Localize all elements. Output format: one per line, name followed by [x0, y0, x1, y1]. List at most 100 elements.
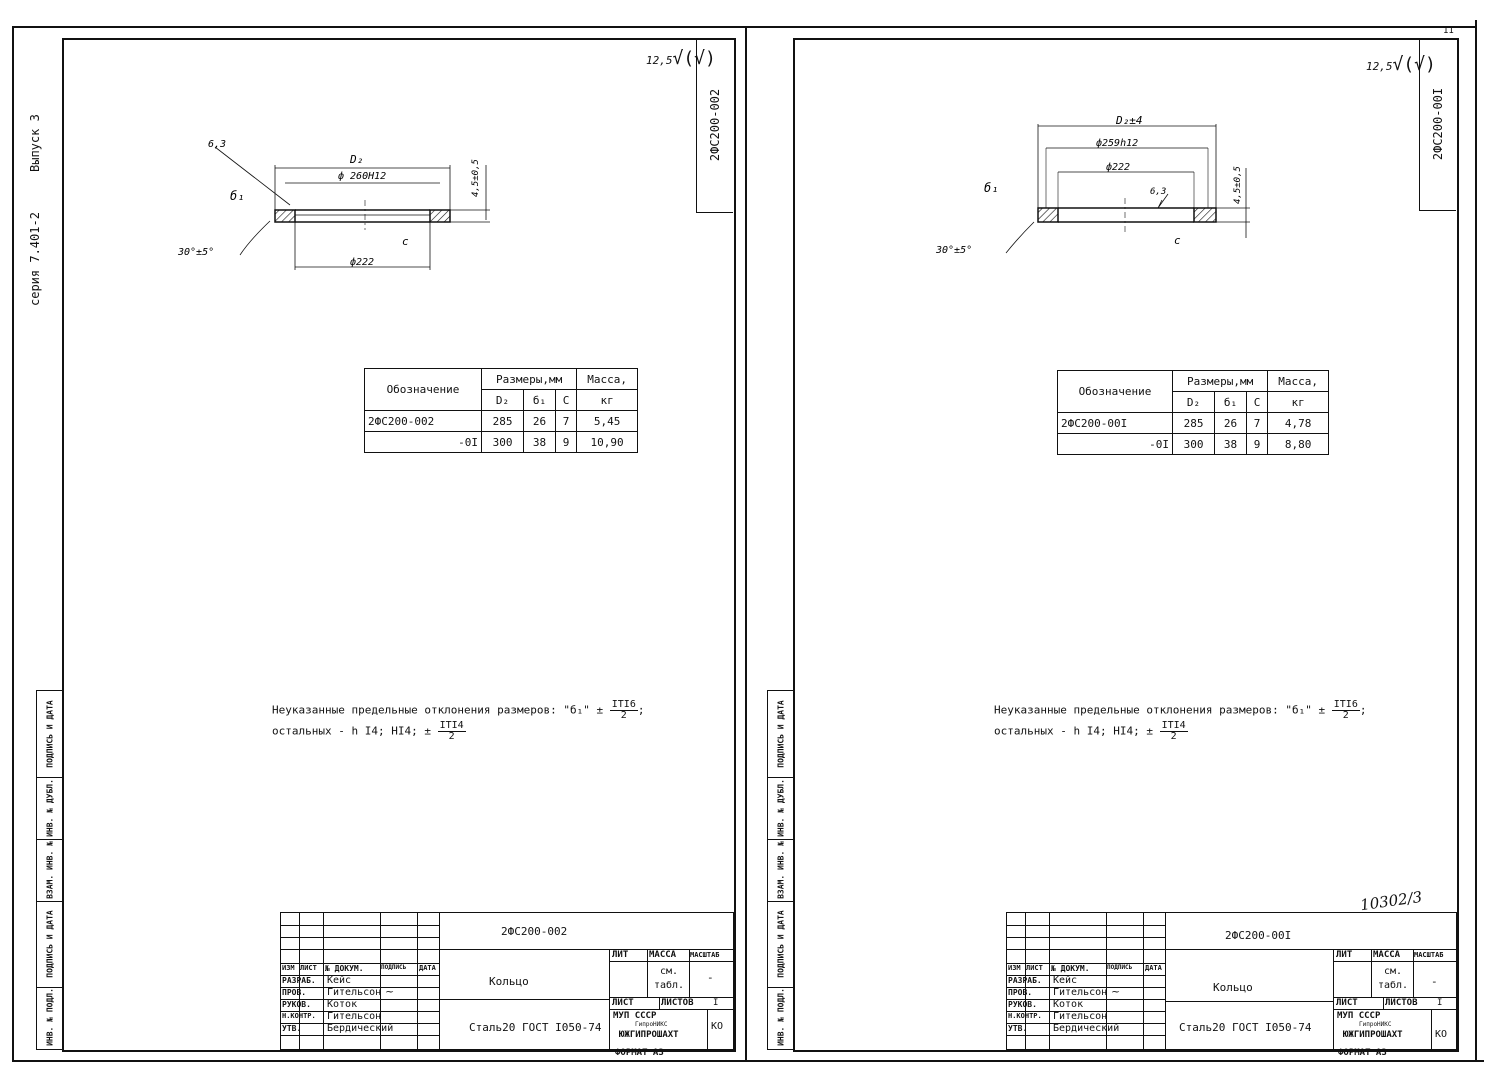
- right-dim-inner: ф222: [1106, 161, 1130, 173]
- left-angle: 30°±5°: [177, 247, 214, 258]
- outer-bottom-border: [12, 1060, 1484, 1062]
- left-code-box: 2ФС200-002: [696, 38, 733, 213]
- left-strip-dup: ИНВ. № ДУБЛ.: [45, 779, 55, 837]
- left-ring-drawing: D₂ ф 260Н12 ф222 4,5±0,5 6,3 30°±5° б₁ c: [177, 139, 490, 270]
- right-dim-height: 4,5±0,5: [1233, 166, 1243, 204]
- left-note-line2: остальных - h I4; HI4; ±: [272, 724, 431, 738]
- left-tb-listov-value: I: [713, 998, 719, 1008]
- left-note-line1: Неуказанные предельные отклонения размер…: [272, 703, 604, 717]
- left-row1-mass: 5,45: [576, 410, 638, 432]
- left-issue-label: Выпуск 3: [28, 114, 42, 172]
- right-tb-listov: ЛИСТОВ: [1385, 998, 1418, 1008]
- right-tb-material: Сталь20 ГОСТ I050-74: [1179, 1021, 1312, 1034]
- left-series-label: серия 7.401-2: [28, 212, 42, 306]
- left-name5: Бердический: [327, 1023, 394, 1034]
- table-row: 2ФС200-002 285 26 7 5,45: [364, 410, 638, 432]
- left-spec-table: Обозначение Размеры,мм Масса, D₂ б₁ C кг…: [364, 368, 638, 453]
- left-tb-mass-value: см. табл.: [653, 966, 685, 991]
- left-org3: ГипроНИКС: [635, 1021, 668, 1028]
- left-tb-lit: ЛИТ: [612, 950, 629, 960]
- right-name4: Гительсон: [1053, 1011, 1108, 1022]
- right-row1-d2: 285: [1171, 412, 1216, 434]
- left-tb-scale-value: -: [707, 971, 714, 984]
- right-th-designation: Обозначение: [1057, 370, 1173, 413]
- left-row2-d2: 300: [480, 431, 525, 453]
- left-tolerance-note: Неуказанные предельные отклонения размер…: [272, 699, 645, 742]
- right-tb-list-col: ЛИСТ: [1026, 964, 1043, 972]
- checkmark-icon: √(√): [1392, 54, 1436, 75]
- left-local-roughness: 6,3: [208, 139, 226, 150]
- right-tb-massa: МАССА: [1373, 950, 1401, 960]
- right-tb-list: ЛИСТ: [1336, 998, 1358, 1008]
- right-role5: УТВ.: [1008, 1024, 1028, 1033]
- left-th-c: C: [554, 389, 578, 411]
- left-row2-designation: -0I: [364, 431, 482, 453]
- left-dim-inner: ф222: [350, 256, 374, 268]
- left-sheet-frame: [62, 38, 736, 1052]
- left-th-b1: б₁: [523, 389, 556, 411]
- right-tb-masshtab: МАСШТАБ: [1414, 951, 1444, 959]
- left-role4: Н.КОНТР.: [282, 1012, 316, 1020]
- left-tb-material: Сталь20 ГОСТ I050-74: [469, 1021, 602, 1034]
- right-ring-drawing: D₂±4 ф259h12 ф222 4,5±0,5 6,3 30°±5° б₁ …: [935, 114, 1250, 256]
- left-roughness-value: 12,5: [646, 54, 673, 67]
- right-th-d2: D₂: [1171, 391, 1216, 413]
- left-row2-c: 9: [554, 431, 578, 453]
- left-c: c: [402, 235, 409, 248]
- right-row1-c: 7: [1245, 412, 1269, 434]
- right-sheet-frame: [793, 38, 1459, 1052]
- right-row2-c: 9: [1245, 433, 1269, 455]
- right-th-mass: Масса,: [1267, 370, 1329, 392]
- table-row: -0I 300 38 9 10,90: [364, 431, 638, 453]
- right-org4: ЮЖГИПРОШАХТ: [1343, 1030, 1403, 1040]
- right-roughness: 12,5√(√): [1366, 54, 1436, 75]
- right-tb-listov-value: I: [1437, 998, 1443, 1008]
- right-sheet-number: 11: [1443, 26, 1454, 36]
- right-strip-inv: ИНВ. № ПОДЛ.: [776, 988, 786, 1046]
- left-dim-bore: ф 260Н12: [338, 170, 386, 182]
- right-role1: РАЗРАБ.: [1008, 976, 1042, 985]
- left-row1-designation: 2ФС200-002: [364, 410, 482, 432]
- left-tb-ko: КО: [711, 1021, 724, 1032]
- left-tb-format: ФОРМАТ А3: [615, 1048, 664, 1058]
- left-b1: б₁: [230, 189, 244, 203]
- right-local-roughness: 6,3: [1150, 187, 1166, 197]
- right-dim-bore: ф259h12: [1096, 137, 1138, 149]
- right-name2: Гительсон: [1053, 987, 1108, 998]
- right-name3: Коток: [1053, 999, 1084, 1010]
- left-name2: Гительсон: [327, 987, 382, 998]
- left-tb-name: Кольцо: [489, 975, 529, 988]
- left-th-designation: Обозначение: [364, 368, 482, 411]
- right-tb-format: ФОРМАТ А3: [1338, 1048, 1387, 1058]
- right-tb-name: Кольцо: [1213, 981, 1253, 994]
- right-tb-sign-col: ПОДПИСЬ: [1107, 964, 1133, 971]
- right-side-strip: ПОДПИСЬ И ДАТА ИНВ. № ДУБЛ. ВЗАМ. ИНВ. №…: [767, 690, 795, 1050]
- left-tb-list: ЛИСТ: [612, 998, 634, 1008]
- left-tb-sign-col: ПОДПИСЬ: [381, 964, 407, 971]
- left-tb-doc-col: № ДОКУМ.: [325, 964, 364, 973]
- left-name4: Гительсон: [327, 1011, 382, 1022]
- left-tb-izm: ИЗМ: [282, 964, 295, 972]
- right-tb-mass-value: см. табл.: [1377, 966, 1409, 991]
- left-title-block: ИЗМ ЛИСТ № ДОКУМ. ПОДПИСЬ ДАТА РАЗРАБ. К…: [280, 912, 734, 1050]
- right-role2: ПРОВ.: [1008, 988, 1033, 997]
- right-name5: Бердический: [1053, 1023, 1120, 1034]
- left-name1: Кейс: [327, 975, 352, 986]
- left-name3: Коток: [327, 999, 358, 1010]
- left-row1-c: 7: [554, 410, 578, 432]
- right-tb-doc-col: № ДОКУМ.: [1051, 964, 1090, 973]
- left-th-mass-unit: кг: [576, 389, 638, 411]
- left-strip-replace: ВЗАМ. ИНВ. №: [45, 841, 55, 899]
- left-code-vertical: 2ФС200-002: [708, 88, 722, 162]
- right-angle: 30°±5°: [935, 245, 972, 256]
- left-row1-d2: 285: [480, 410, 525, 432]
- right-org-logo: МУП СССР: [1337, 1011, 1381, 1021]
- right-row1-mass: 4,78: [1267, 412, 1329, 434]
- left-row2-b1: 38: [523, 431, 556, 453]
- right-th-c: C: [1245, 391, 1269, 413]
- right-b1: б₁: [984, 181, 998, 195]
- right-note-line1: Неуказанные предельные отклонения размер…: [994, 703, 1326, 717]
- right-strip-sign1: ПОДПИСЬ И ДАТА: [776, 910, 786, 978]
